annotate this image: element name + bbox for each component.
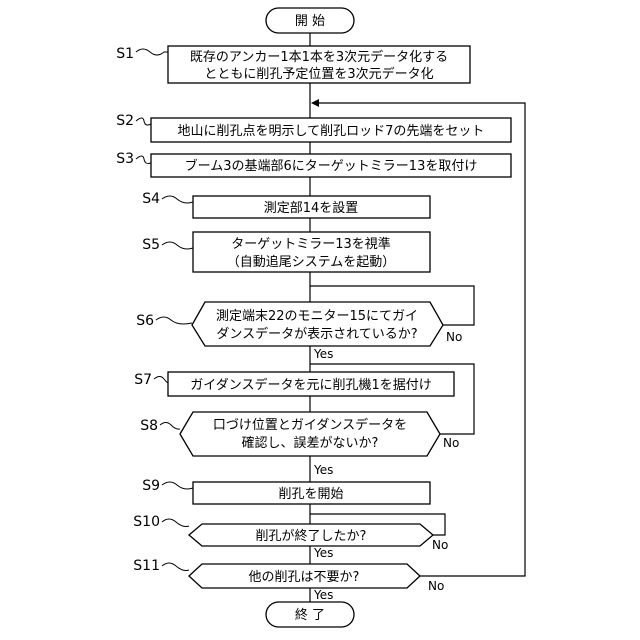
step-s2-line1: 地山に削孔点を明示して削孔ロッド7の先端をセット xyxy=(178,124,485,139)
decision-s8-line2: 確認し、誤差がないか? xyxy=(242,435,379,451)
decision-s11-line1: 他の削孔は不要か? xyxy=(249,570,360,585)
s10-no-label: No xyxy=(432,538,448,552)
step-s7-id: S7 xyxy=(134,372,152,388)
step-s11-leader xyxy=(162,563,189,571)
step-s10-leader xyxy=(162,519,189,527)
step-s6-id: S6 xyxy=(136,313,154,329)
step-s5-leader xyxy=(162,242,193,249)
step-s2-leader xyxy=(136,118,151,125)
step-s7-leader xyxy=(154,377,168,383)
s8-no-label: No xyxy=(443,436,459,450)
step-s9-line1: 削孔を開始 xyxy=(278,487,343,502)
decision-s6-line1: 測定端末22のモニター15にてガイ xyxy=(216,309,418,324)
s11-yes-label: Yes xyxy=(313,588,333,602)
step-s1-leader xyxy=(136,49,168,55)
start-label: 開 始 xyxy=(295,14,325,29)
decision-s8-line1: 口づけ位置とガイダンスデータを xyxy=(213,417,407,433)
step-s4-id: S4 xyxy=(142,191,160,207)
step-s4-line1: 測定部14を設置 xyxy=(264,200,359,216)
step-s5-line2: （自動追尾システムを起動） xyxy=(227,254,396,270)
step-s3-leader xyxy=(136,156,151,164)
s8-yes-label: Yes xyxy=(313,463,333,477)
s6-no-label: No xyxy=(446,330,462,344)
step-s3-line1: ブーム3の基端部6にターゲットミラー13を取付け xyxy=(185,158,478,174)
step-s1-line1: 既存のアンカー1本1本を3次元データ化する xyxy=(190,49,448,65)
step-s9-leader xyxy=(162,482,193,489)
step-s11-id: S11 xyxy=(133,558,160,574)
step-s7-line1: ガイダンスデータを元に削孔機1を据付け xyxy=(190,377,432,393)
s10-yes-label: Yes xyxy=(313,546,333,560)
step-s6-leader xyxy=(156,317,192,324)
step-s5-id: S5 xyxy=(142,237,160,253)
decision-s10-line1: 削孔が終了したか? xyxy=(256,528,367,544)
step-s5-line1: ターゲットミラー13を視準 xyxy=(231,236,391,252)
end-label: 終 了 xyxy=(295,607,325,623)
s11-no-label: No xyxy=(428,579,444,593)
step-s8-leader xyxy=(160,423,180,430)
decision-s6-line2: ダンスデータが表示されているか? xyxy=(216,326,417,342)
step-s3-id: S3 xyxy=(116,151,134,167)
step-s8-id: S8 xyxy=(140,418,158,434)
step-s10-id: S10 xyxy=(133,514,160,530)
step-s4-leader xyxy=(162,196,193,203)
step-s1-id: S1 xyxy=(116,46,134,62)
step-s1-line2: とともに削孔予定位置を3次元データ化 xyxy=(204,66,433,82)
step-s2-id: S2 xyxy=(116,113,134,129)
step-s9-id: S9 xyxy=(142,478,160,494)
s6-yes-label: Yes xyxy=(313,347,333,361)
